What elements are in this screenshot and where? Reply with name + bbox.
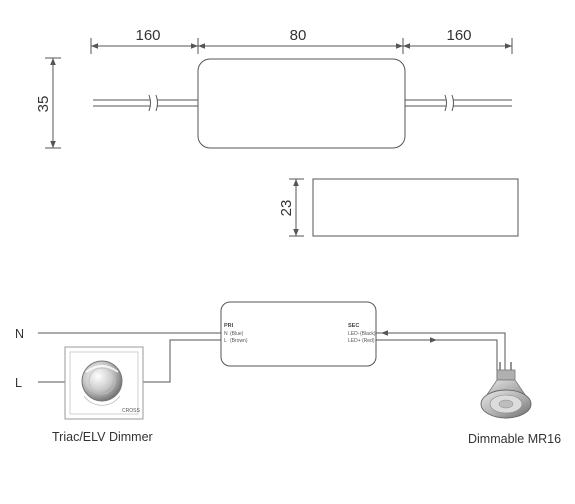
sec-pos-terminal: LED+	[348, 338, 361, 344]
side-height-dimension-line	[289, 178, 304, 237]
driver-top-view	[197, 58, 406, 149]
top-dimension-line	[90, 38, 513, 54]
dimmer-label: Triac/ELV Dimmer	[52, 430, 153, 444]
pri-neutral-terminal-color: (Blue)	[230, 331, 244, 337]
sec-neg-terminal-color: (Black)	[360, 331, 376, 337]
driver-box	[220, 301, 377, 367]
height-dimension-line	[45, 57, 61, 149]
dimmed-live-wire	[143, 339, 221, 383]
dimmer-brand: CROSS	[122, 408, 140, 414]
sec-heading: SEC	[348, 323, 359, 329]
pri-neutral-terminal: N	[224, 331, 228, 337]
dim-driver-length: 80	[290, 27, 307, 44]
sec-neg-terminal: LED-	[348, 331, 360, 337]
pri-live-terminal-color: (Brown)	[230, 338, 248, 344]
dim-driver-side-height: 23	[278, 200, 295, 217]
right-cable	[405, 94, 512, 112]
dim-left-cable: 160	[135, 27, 160, 44]
driver-side-view	[312, 178, 519, 237]
mr16-lamp	[480, 362, 532, 419]
dimmer-knob	[81, 360, 123, 402]
dim-driver-height: 35	[35, 96, 52, 113]
dim-right-cable: 160	[446, 27, 471, 44]
triac-elv-dimmer	[64, 346, 144, 420]
pri-heading: PRI	[224, 323, 234, 329]
sec-pos-terminal-color: (Red)	[362, 338, 375, 344]
led-positive-wire	[376, 339, 498, 380]
pri-live-terminal: L	[224, 338, 227, 344]
live-input-label: L	[15, 376, 22, 390]
neutral-input-label: N	[15, 327, 24, 341]
led-negative-wire	[376, 332, 506, 380]
left-cable	[93, 94, 198, 112]
lamp-label: Dimmable MR16	[468, 432, 561, 446]
